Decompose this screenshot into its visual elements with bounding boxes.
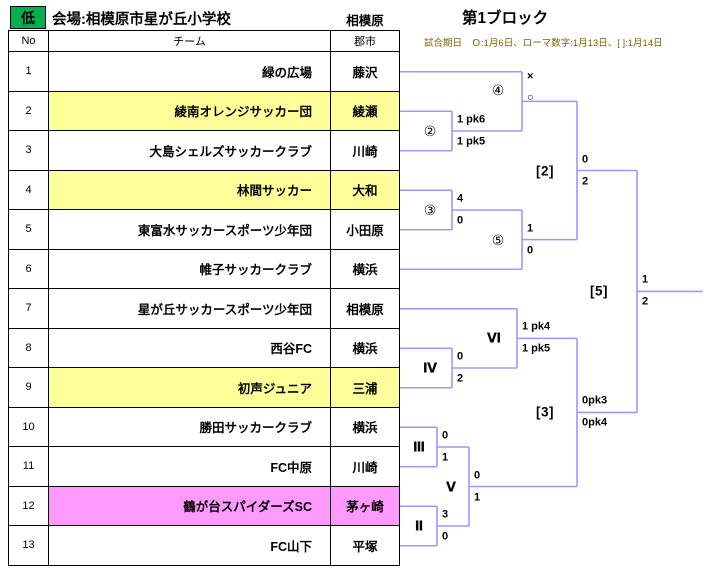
team-city: 平塚 xyxy=(330,526,400,565)
team-city: 小田原 xyxy=(330,210,400,249)
match-score-top: 4 xyxy=(457,192,464,205)
team-name: 鶴が台スパイダーズSC xyxy=(48,486,330,525)
match-score-top: 1 xyxy=(642,273,649,286)
team-city: 綾瀬 xyxy=(330,91,400,130)
row-number: 5 xyxy=(8,210,48,249)
team-name: 星が丘サッカースポーツ少年団 xyxy=(48,289,330,328)
match-score-bottom: 1 xyxy=(442,451,449,464)
match-score-top: 0 xyxy=(457,350,464,363)
team-city: 川崎 xyxy=(330,131,400,170)
match-label: Ⅵ xyxy=(486,330,502,346)
match-score-bottom: 0 xyxy=(527,244,534,257)
row-number: 6 xyxy=(8,249,48,288)
match-score-top: 0 xyxy=(582,153,589,165)
team-name: 帷子サッカークラブ xyxy=(48,249,330,288)
match-label: ② xyxy=(423,123,437,139)
match-label: Ⅱ xyxy=(414,518,424,534)
team-city: 横浜 xyxy=(330,328,400,367)
match-score-top: 1 pk6 xyxy=(457,113,486,126)
row-number: 13 xyxy=(8,526,48,565)
match-score-bottom: 0 xyxy=(442,530,449,543)
match-label: ⑤ xyxy=(491,231,505,248)
match-label: ④ xyxy=(491,82,505,98)
match-score-bottom: 0pk4 xyxy=(582,416,608,429)
team-name: 初声ジュニア xyxy=(48,368,330,407)
match-label: Ⅲ xyxy=(412,439,426,455)
match-label: [5] xyxy=(590,283,608,299)
row-number: 3 xyxy=(8,131,48,170)
row-number: 12 xyxy=(8,486,48,525)
match-score-top: 3 xyxy=(442,508,449,521)
match-label: ③ xyxy=(423,202,437,218)
match-score-bottom: 0 xyxy=(457,214,464,227)
match-score-bottom: 2 xyxy=(582,175,589,187)
team-city: 川崎 xyxy=(330,447,400,486)
col-header-city: 郡市 xyxy=(330,31,400,51)
match-score-top: 1 pk4 xyxy=(522,320,551,333)
team-name: 東富水サッカースポーツ少年団 xyxy=(48,210,330,249)
match-score-bottom: 1 xyxy=(474,491,481,503)
col-header-team: チーム xyxy=(48,31,330,51)
match-label: [3] xyxy=(536,404,554,420)
match-score-bottom: 1 pk5 xyxy=(522,342,551,355)
match-score-bottom: 2 xyxy=(642,295,649,308)
team-city: 茅ヶ崎 xyxy=(330,486,400,525)
team-city: 三浦 xyxy=(330,368,400,407)
venue-title: 会場:相模原市星が丘小学校 xyxy=(52,12,231,28)
match-score-top: 0 xyxy=(442,429,449,442)
team-city: 横浜 xyxy=(330,407,400,446)
row-number: 4 xyxy=(8,170,48,209)
team-city: 相模原 xyxy=(330,289,400,328)
match-score-bottom: ○ xyxy=(527,91,534,104)
team-city: 大和 xyxy=(330,170,400,209)
schedule-note: 試合期日 Ｏ:1月6日、ローマ数字:1月13日、[ ]:1月14日 xyxy=(424,38,663,49)
row-number: 2 xyxy=(8,91,48,130)
row-number: 1 xyxy=(8,52,48,91)
match-label: Ⅳ xyxy=(422,360,438,376)
match-score-top: 1 xyxy=(527,222,534,235)
team-name: FC山下 xyxy=(48,526,330,565)
venue-city: 相模原 xyxy=(346,14,384,28)
team-city: 横浜 xyxy=(330,249,400,288)
row-number: 10 xyxy=(8,407,48,446)
match-score-top: 0 xyxy=(474,469,481,481)
match-label: Ⅴ xyxy=(445,479,457,494)
team-name: FC中原 xyxy=(48,447,330,486)
block-title: 第1ブロック xyxy=(462,10,549,27)
row-number: 8 xyxy=(8,328,48,367)
team-name: 西谷FC xyxy=(48,328,330,367)
row-number: 11 xyxy=(8,447,48,486)
team-city: 藤沢 xyxy=(330,52,400,91)
team-name: 勝田サッカークラブ xyxy=(48,407,330,446)
team-name: 綾南オレンジサッカー団 xyxy=(48,91,330,130)
match-score-bottom: 2 xyxy=(457,372,464,385)
level-badge: 低 xyxy=(10,6,46,29)
match-score-top: × xyxy=(527,70,534,83)
match-score-bottom: 1 pk5 xyxy=(457,135,486,148)
team-name: 林間サッカー xyxy=(48,170,330,209)
team-name: 緑の広場 xyxy=(48,52,330,91)
table-header-row: No チーム 郡市 xyxy=(8,30,400,52)
row-number: 7 xyxy=(8,289,48,328)
col-header-no: No xyxy=(8,31,48,51)
match-score-top: 0pk3 xyxy=(582,394,608,407)
row-number: 9 xyxy=(8,368,48,407)
match-label: [2] xyxy=(536,162,554,178)
team-name: 大島シェルズサッカークラブ xyxy=(48,131,330,170)
